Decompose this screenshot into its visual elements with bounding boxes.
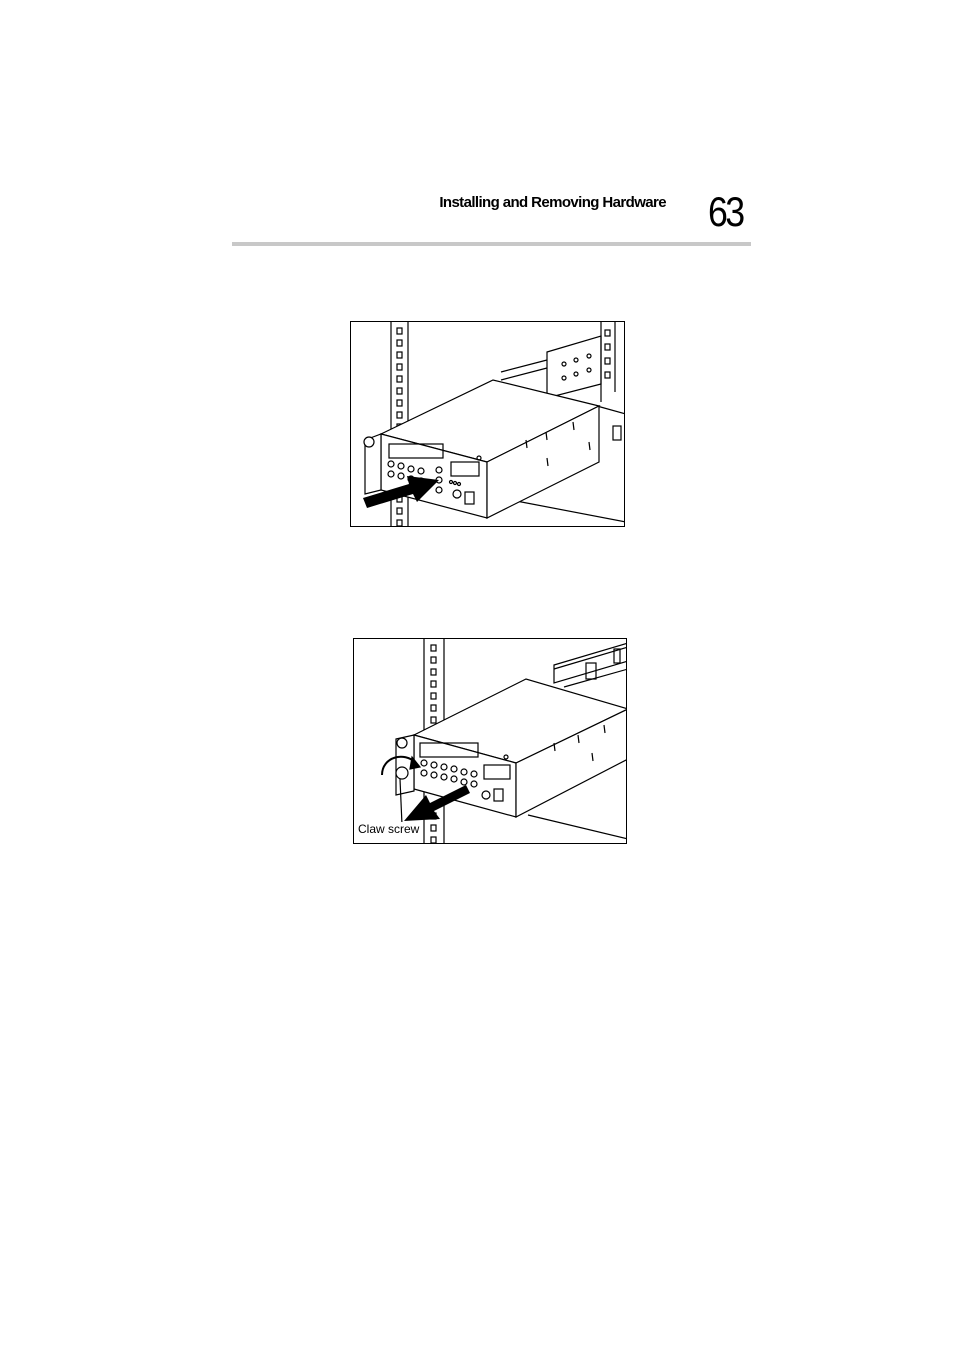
figure-insert-server xyxy=(350,321,625,527)
page-number: 63 xyxy=(708,188,743,236)
figure-remove-server: Claw screw xyxy=(353,638,627,844)
rack-remove-illustration xyxy=(354,639,627,844)
server-unit-icon xyxy=(381,380,599,518)
header-title: Installing and Removing Hardware xyxy=(430,194,666,211)
header-rule xyxy=(232,242,751,246)
rack-insert-illustration xyxy=(351,322,625,527)
claw-screw-callout: Claw screw xyxy=(357,822,420,836)
